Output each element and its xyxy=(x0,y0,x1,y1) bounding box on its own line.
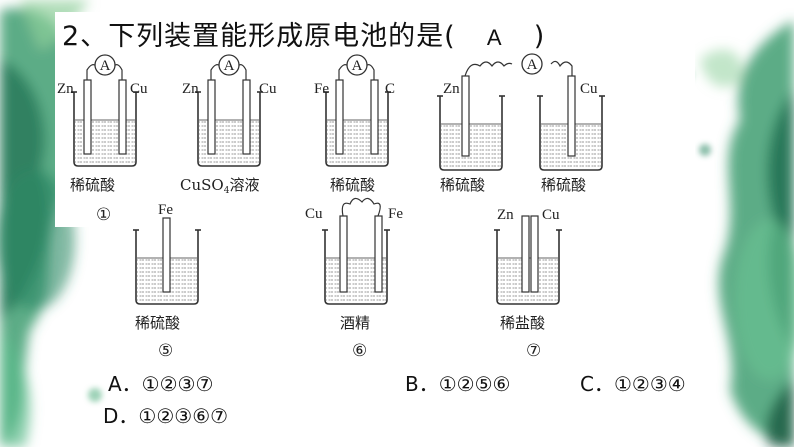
option-c: C．①②③④ xyxy=(580,372,686,396)
electrode-right-6: Fe xyxy=(388,206,403,222)
device-5: Fe 稀硫酸 ⑤ xyxy=(132,202,202,361)
device-number-1: ① xyxy=(96,205,111,225)
electrode-left-6: Cu xyxy=(305,206,323,222)
electrode-right-1: Cu xyxy=(130,81,148,97)
solution-5: 稀硫酸 xyxy=(135,314,180,332)
ammeter-label: A xyxy=(352,58,363,74)
question-close-paren: ) xyxy=(533,21,546,52)
coiled-wire-icon xyxy=(341,197,381,217)
device-7: Zn Cu 稀盐酸 ⑦ xyxy=(493,207,563,361)
option-a: A．①②③⑦ xyxy=(108,372,214,396)
electrode-right-4: Cu xyxy=(580,81,598,97)
ammeter-label: A xyxy=(224,58,235,74)
right-watercolor-splash xyxy=(700,20,794,447)
ammeter-icon xyxy=(346,54,368,76)
device-3: A Fe C 稀硫酸 xyxy=(314,54,395,194)
question-text: 下列装置能形成原电池的是( xyxy=(108,21,456,52)
ammeter-label: A xyxy=(100,58,111,74)
electrode-left-1: Zn xyxy=(57,81,74,97)
solution-1: 稀硫酸 xyxy=(70,176,115,194)
ammeter-label: A xyxy=(527,57,538,73)
question-number: 2、 xyxy=(62,21,109,52)
ammeter-icon xyxy=(521,53,543,75)
question-title: 2、下列装置能形成原电池的是( A) xyxy=(62,14,545,53)
electrode-left-2: Zn xyxy=(182,81,199,97)
electrode-5: Fe xyxy=(158,202,173,218)
option-b: B．①②⑤⑥ xyxy=(405,372,511,396)
solution-3: 稀硫酸 xyxy=(330,176,375,194)
electrode-right-2: Cu xyxy=(259,81,277,97)
electrode-right-3: C xyxy=(385,81,395,97)
solution-7: 稀盐酸 xyxy=(500,314,545,332)
option-d: D．①②③⑥⑦ xyxy=(103,404,229,428)
solution-6: 酒精 xyxy=(340,314,370,332)
device-4: A Zn Cu 稀硫酸 稀硫酸 xyxy=(436,53,606,194)
solution-4-right: 稀硫酸 xyxy=(541,176,586,194)
solution-2: CuSO4溶液 xyxy=(180,176,259,196)
device-2: A Zn Cu CuSO4溶液 xyxy=(180,54,277,196)
answer-letter: A xyxy=(486,25,503,50)
ammeter-icon xyxy=(218,54,240,76)
coiled-wire-icon xyxy=(464,61,513,77)
ammeter-icon xyxy=(94,54,116,76)
device-number-5: ⑤ xyxy=(158,341,173,361)
electrode-left-7: Zn xyxy=(497,207,514,223)
device-number-7: ⑦ xyxy=(526,341,541,361)
solution-4-left: 稀硫酸 xyxy=(440,176,485,194)
electrode-right-7: Cu xyxy=(542,207,560,223)
device-1: A Zn Cu 稀硫酸 ① xyxy=(57,54,148,225)
device-number-6: ⑥ xyxy=(352,341,367,361)
electrode-left-4: Zn xyxy=(443,81,460,97)
electrode-left-3: Fe xyxy=(314,81,329,97)
device-6: Cu Fe 酒精 ⑥ xyxy=(305,197,403,361)
